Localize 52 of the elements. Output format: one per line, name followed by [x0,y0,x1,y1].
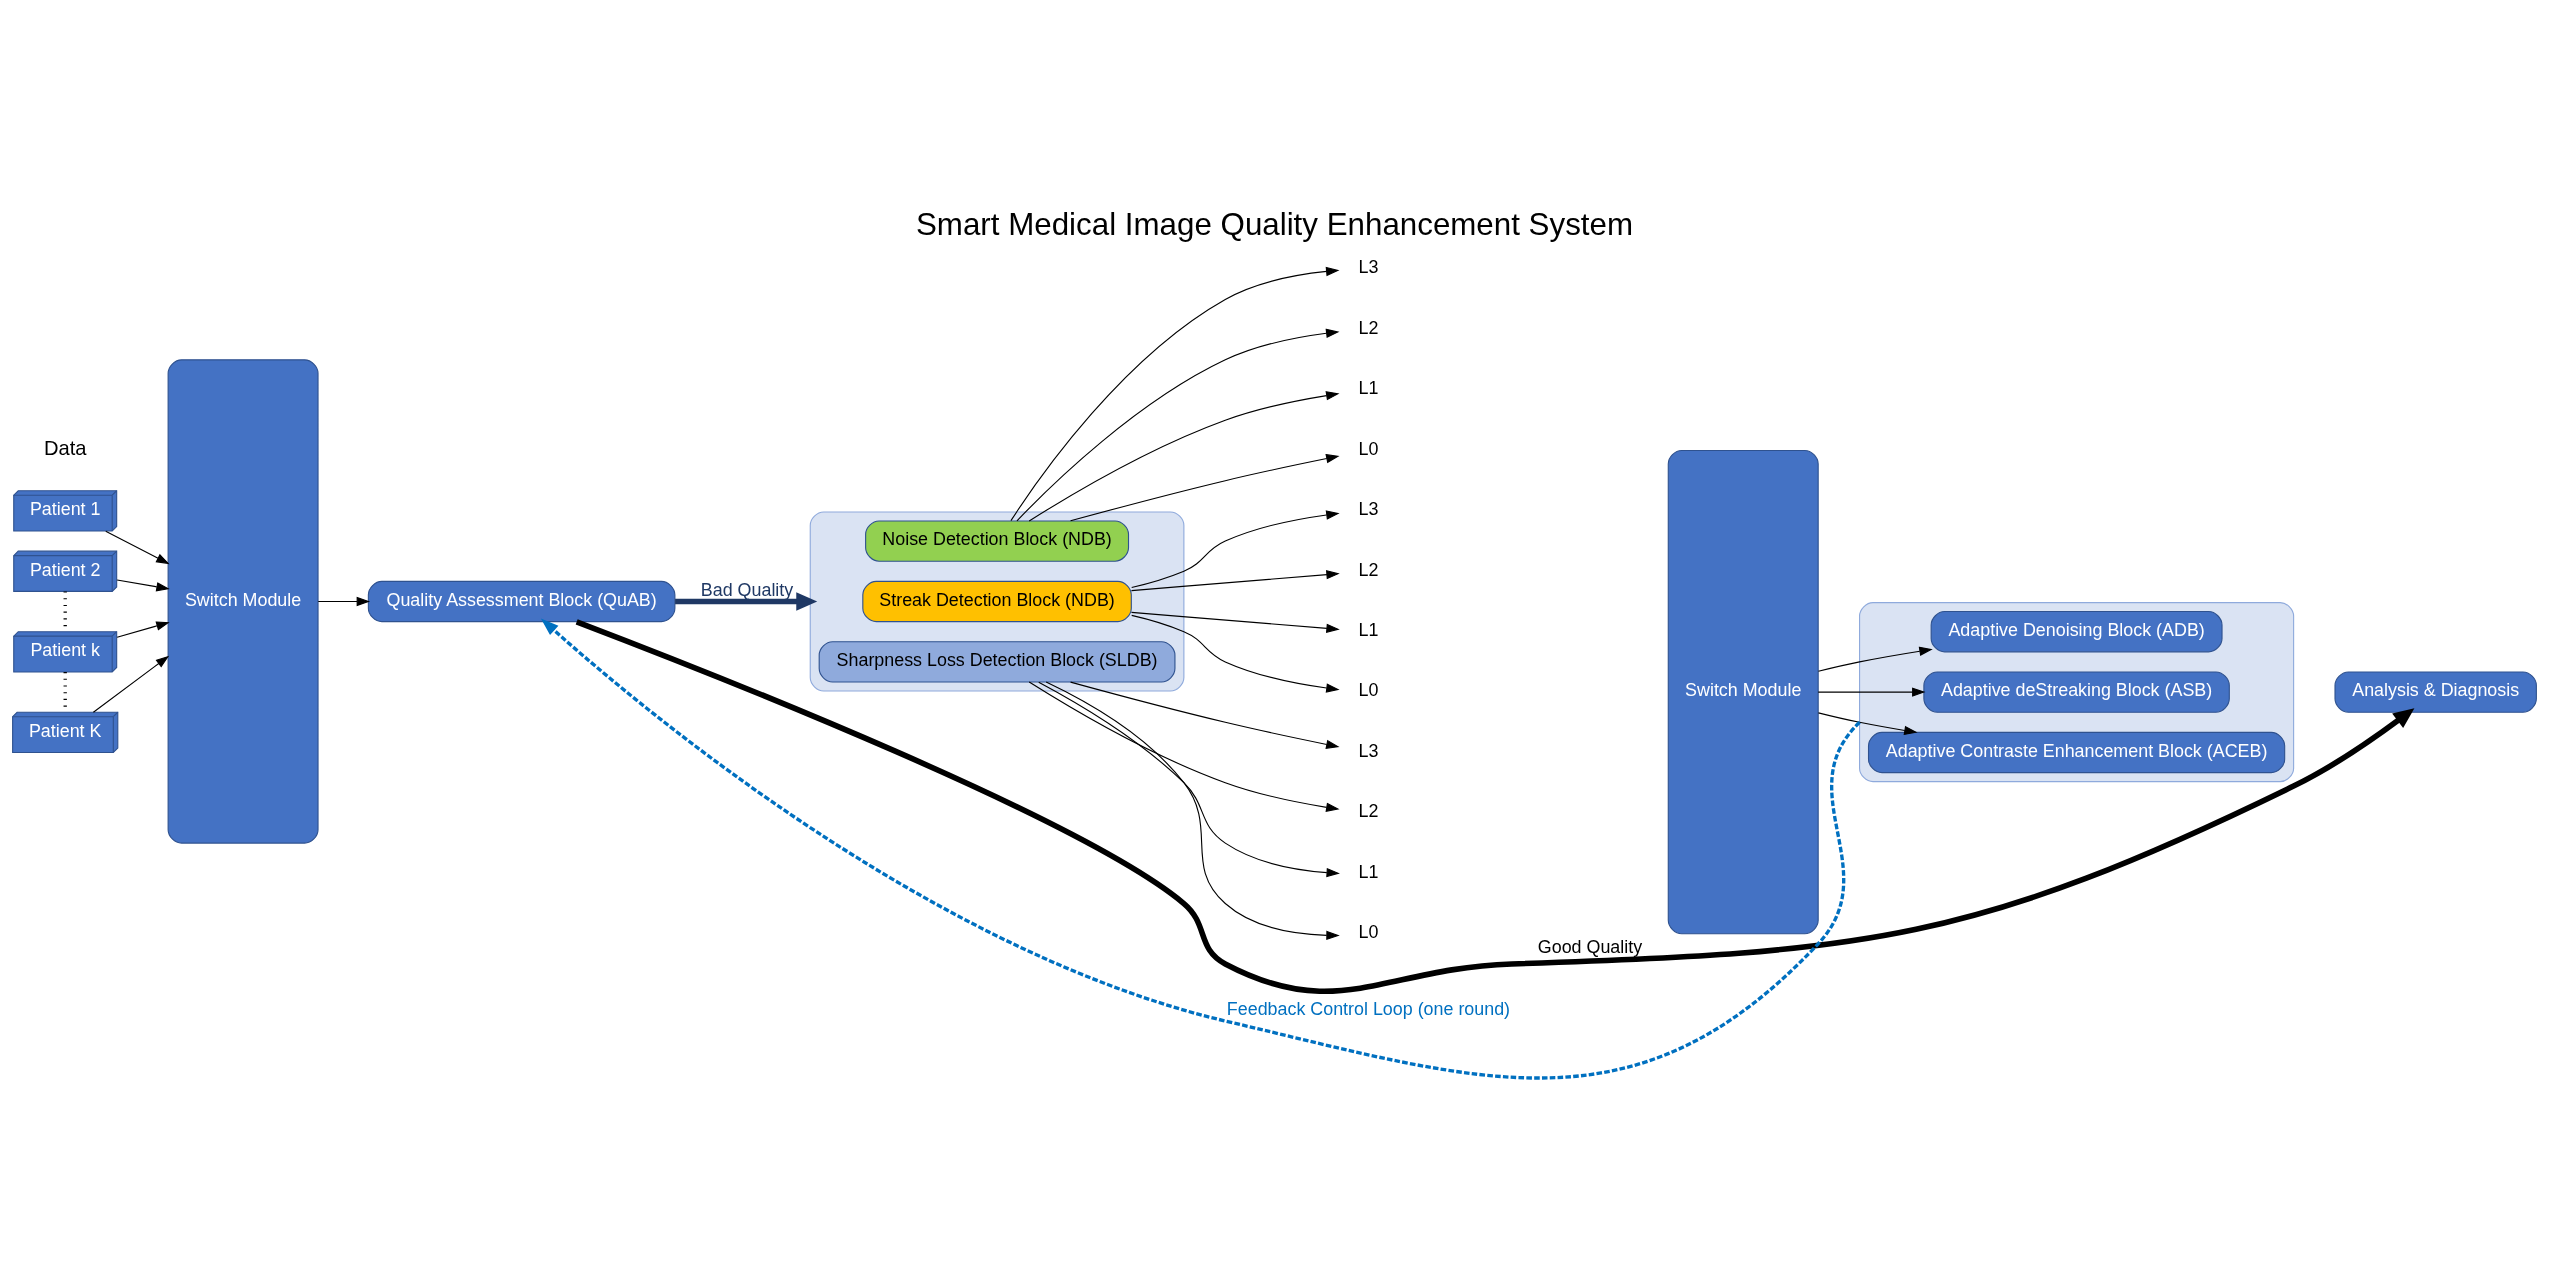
node-box: Switch Module [1667,449,1819,934]
arrow [1016,328,1340,521]
arrow [105,530,170,564]
node-text: L1 [1358,861,1379,882]
arrow [1131,509,1340,588]
arrow [116,620,170,638]
arrow [540,617,1861,1079]
node-box: Streak Detection Block (NDB) [862,580,1132,622]
arrow [116,578,170,591]
node-text: L0 [1358,679,1379,700]
arrow [92,655,170,713]
arrow [1130,569,1340,591]
arrow [1038,681,1340,877]
arrow [1130,611,1340,633]
edge-label: Feedback Control Loop (one round) [1226,998,1511,1019]
node-box: Sharpness Loss Detection Block (SLDB) [818,640,1176,683]
cluster [809,510,1185,692]
node-text: L1 [1358,377,1379,398]
node-box: Switch Module [167,358,319,844]
arrow [1010,266,1340,521]
arrow [1070,453,1340,521]
node-text: L3 [1358,498,1379,519]
arrow [675,591,818,611]
node-text: L3 [1358,740,1379,761]
node-box: Adaptive Denoising Block (ADB) [1930,610,2223,652]
node-text: L0 [1358,921,1379,942]
node-text: L3 [1358,256,1379,277]
arrow [1817,646,1933,672]
arrow [575,618,2415,994]
node-box: Adaptive deStreaking Block (ASB) [1923,670,2230,713]
node-text: L2 [1358,800,1379,821]
node-box: Quality Assessment Block (QuAB) [367,580,676,622]
node-text: L2 [1358,559,1379,580]
arrow [1028,680,1340,812]
node-text: L2 [1358,317,1379,338]
arrow [317,596,371,606]
cluster [1859,601,2295,782]
label: Data [43,436,87,459]
arrow [1045,681,1340,940]
node-box: Analysis & Diagnosis [2334,670,2537,713]
node-box: Adaptive Contraste Enhancement Block (ACEB) [1867,731,2286,773]
arrow [1028,390,1340,521]
arrow [1131,614,1340,693]
node-text: L1 [1358,619,1379,640]
edge-label: Bad Quality [700,579,794,600]
arrow [1070,681,1340,749]
diagram-title: Smart Medical Image Quality Enhancement System [915,206,1634,242]
edge-label: Good Quality [1537,936,1643,957]
node-text: L0 [1358,438,1379,459]
arrow [1817,711,1918,735]
node-box: Noise Detection Block (NDB) [865,519,1130,562]
arrow [1817,686,1926,697]
